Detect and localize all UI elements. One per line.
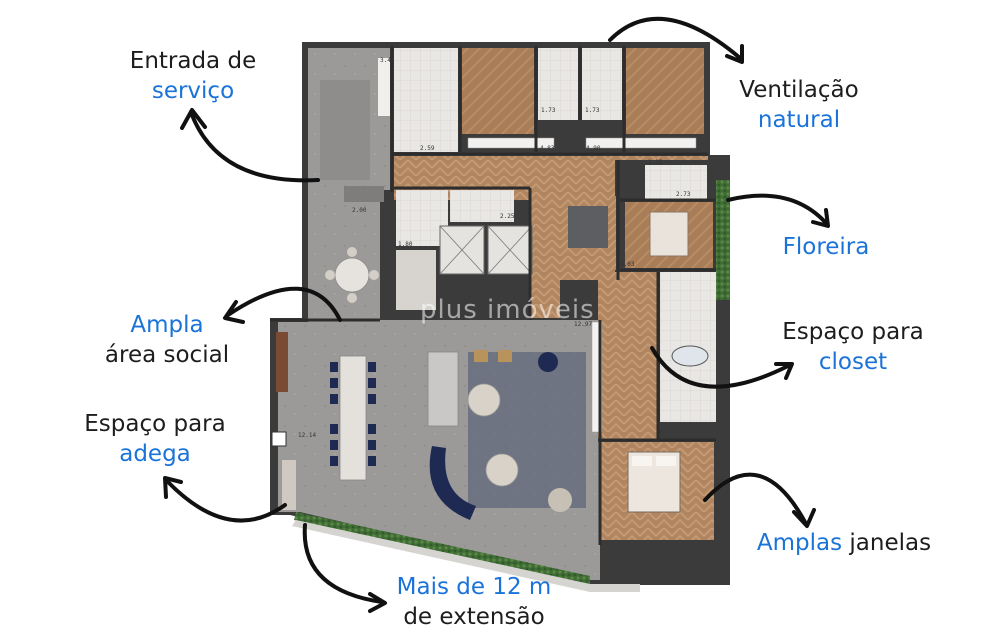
arrow-closet-head [774,362,794,380]
bath-2 [582,48,622,120]
dim-label: 4.83 [540,145,555,152]
office-room [626,48,704,134]
living-rug [468,352,586,508]
dim-label: 2.73 [676,191,691,198]
dim-label: 1.15 [648,159,663,166]
label-entrada-servico: Entrada de serviço [118,46,268,106]
label-line-accent: closet [818,349,888,375]
arrow-janelas [703,472,807,524]
dim-label: 2.00 [352,207,367,214]
suite-bath-top [645,165,707,199]
service-kitchen [394,48,458,152]
arrow-extensao-head [368,592,387,613]
armchair-1 [548,488,572,512]
arrow-ampla [226,286,342,322]
dim-label: 1.80 [398,241,413,248]
sofa-tv [568,206,608,248]
arrow-ventilacao [608,16,742,60]
service-counter [320,80,370,180]
dim-label: 4.90 [586,145,601,152]
watermark: plus imóveis [420,295,595,325]
dim-label: 4.03 [620,261,635,268]
bedroom-service [462,48,534,134]
label-line-accent: natural [757,107,841,133]
label-line-accent: Floreira [782,234,870,260]
bed-1 [649,211,689,257]
label-espaco-closet: Espaço para closet [768,317,938,377]
label-line-accent: Ampla [130,312,204,338]
wine-cellar [276,332,288,392]
dim-label: 12.97 [574,321,592,328]
dim-label: 1.73 [541,107,556,114]
balcony-edge [292,520,640,592]
armchair-2 [538,352,558,372]
label-line: janelas [842,530,932,556]
label-line: Ventilação [739,77,859,103]
label-line: de extensão [403,604,545,630]
arrow-floreira-head [811,208,830,228]
arrow-adega-head [163,476,183,499]
coffee-table-2 [485,453,519,487]
arrow-entrada-head [180,108,207,130]
laundry [396,190,448,246]
arrow-floreira [726,193,827,224]
label-line: Espaço para [782,319,924,345]
label-ventilacao-natural: Ventilação natural [724,75,874,135]
grill [344,186,384,202]
label-line: Entrada de [129,48,257,74]
arrow-closet [650,346,790,389]
arrow-entrada [190,113,320,183]
label-line: área social [104,342,230,368]
dim-label: 12.14 [298,432,316,439]
arrows [163,16,830,613]
label-line-accent: serviço [151,78,235,104]
label-espaco-adega: Espaço para adega [70,409,240,469]
curved-sofa [429,446,476,520]
label-amplas-janelas: Amplas janelas [744,528,944,558]
dining-table [339,355,367,481]
dim-label: 1.73 [585,107,600,114]
label-line-accent: Amplas [756,530,843,556]
dimension-labels: 3.41 2.59 4.83 4.90 1.73 1.73 2.73 4.03 … [298,57,691,439]
cellar-unit [282,460,296,510]
service-cabinet [378,58,390,116]
coffee-table-1 [467,383,501,417]
bath-1 [538,48,578,120]
dim-label: 2.59 [420,145,435,152]
wc-small [450,190,514,222]
arrow-extensao [302,523,384,604]
master-corridor [598,272,658,440]
closet-strip [591,321,603,433]
floreira-planter [716,180,730,300]
label-line-accent: adega [119,441,191,467]
label-extensao: Mais de 12 m de extensão [384,572,564,632]
balcony-planter [294,512,590,584]
stairs [396,250,436,310]
arrow-janelas-head [792,508,816,528]
label-line: Espaço para [84,411,226,437]
living-sofa [427,351,459,427]
dim-label: 3.41 [380,57,395,64]
label-line-accent: Mais de 12 m [396,574,552,600]
dining-chairs [330,362,376,466]
arrow-adega [166,480,287,523]
closet-strip-top [467,137,555,149]
arrow-ventilacao-head [725,44,744,64]
label-ampla-area-social: Ampla área social [82,310,252,370]
dim-label: 2.25 [500,213,515,220]
closet-strip-top2 [585,137,697,149]
arrow-ampla-head [223,300,245,324]
label-floreira: Floreira [766,232,886,262]
round-table [334,257,370,293]
bathtub [671,345,709,367]
